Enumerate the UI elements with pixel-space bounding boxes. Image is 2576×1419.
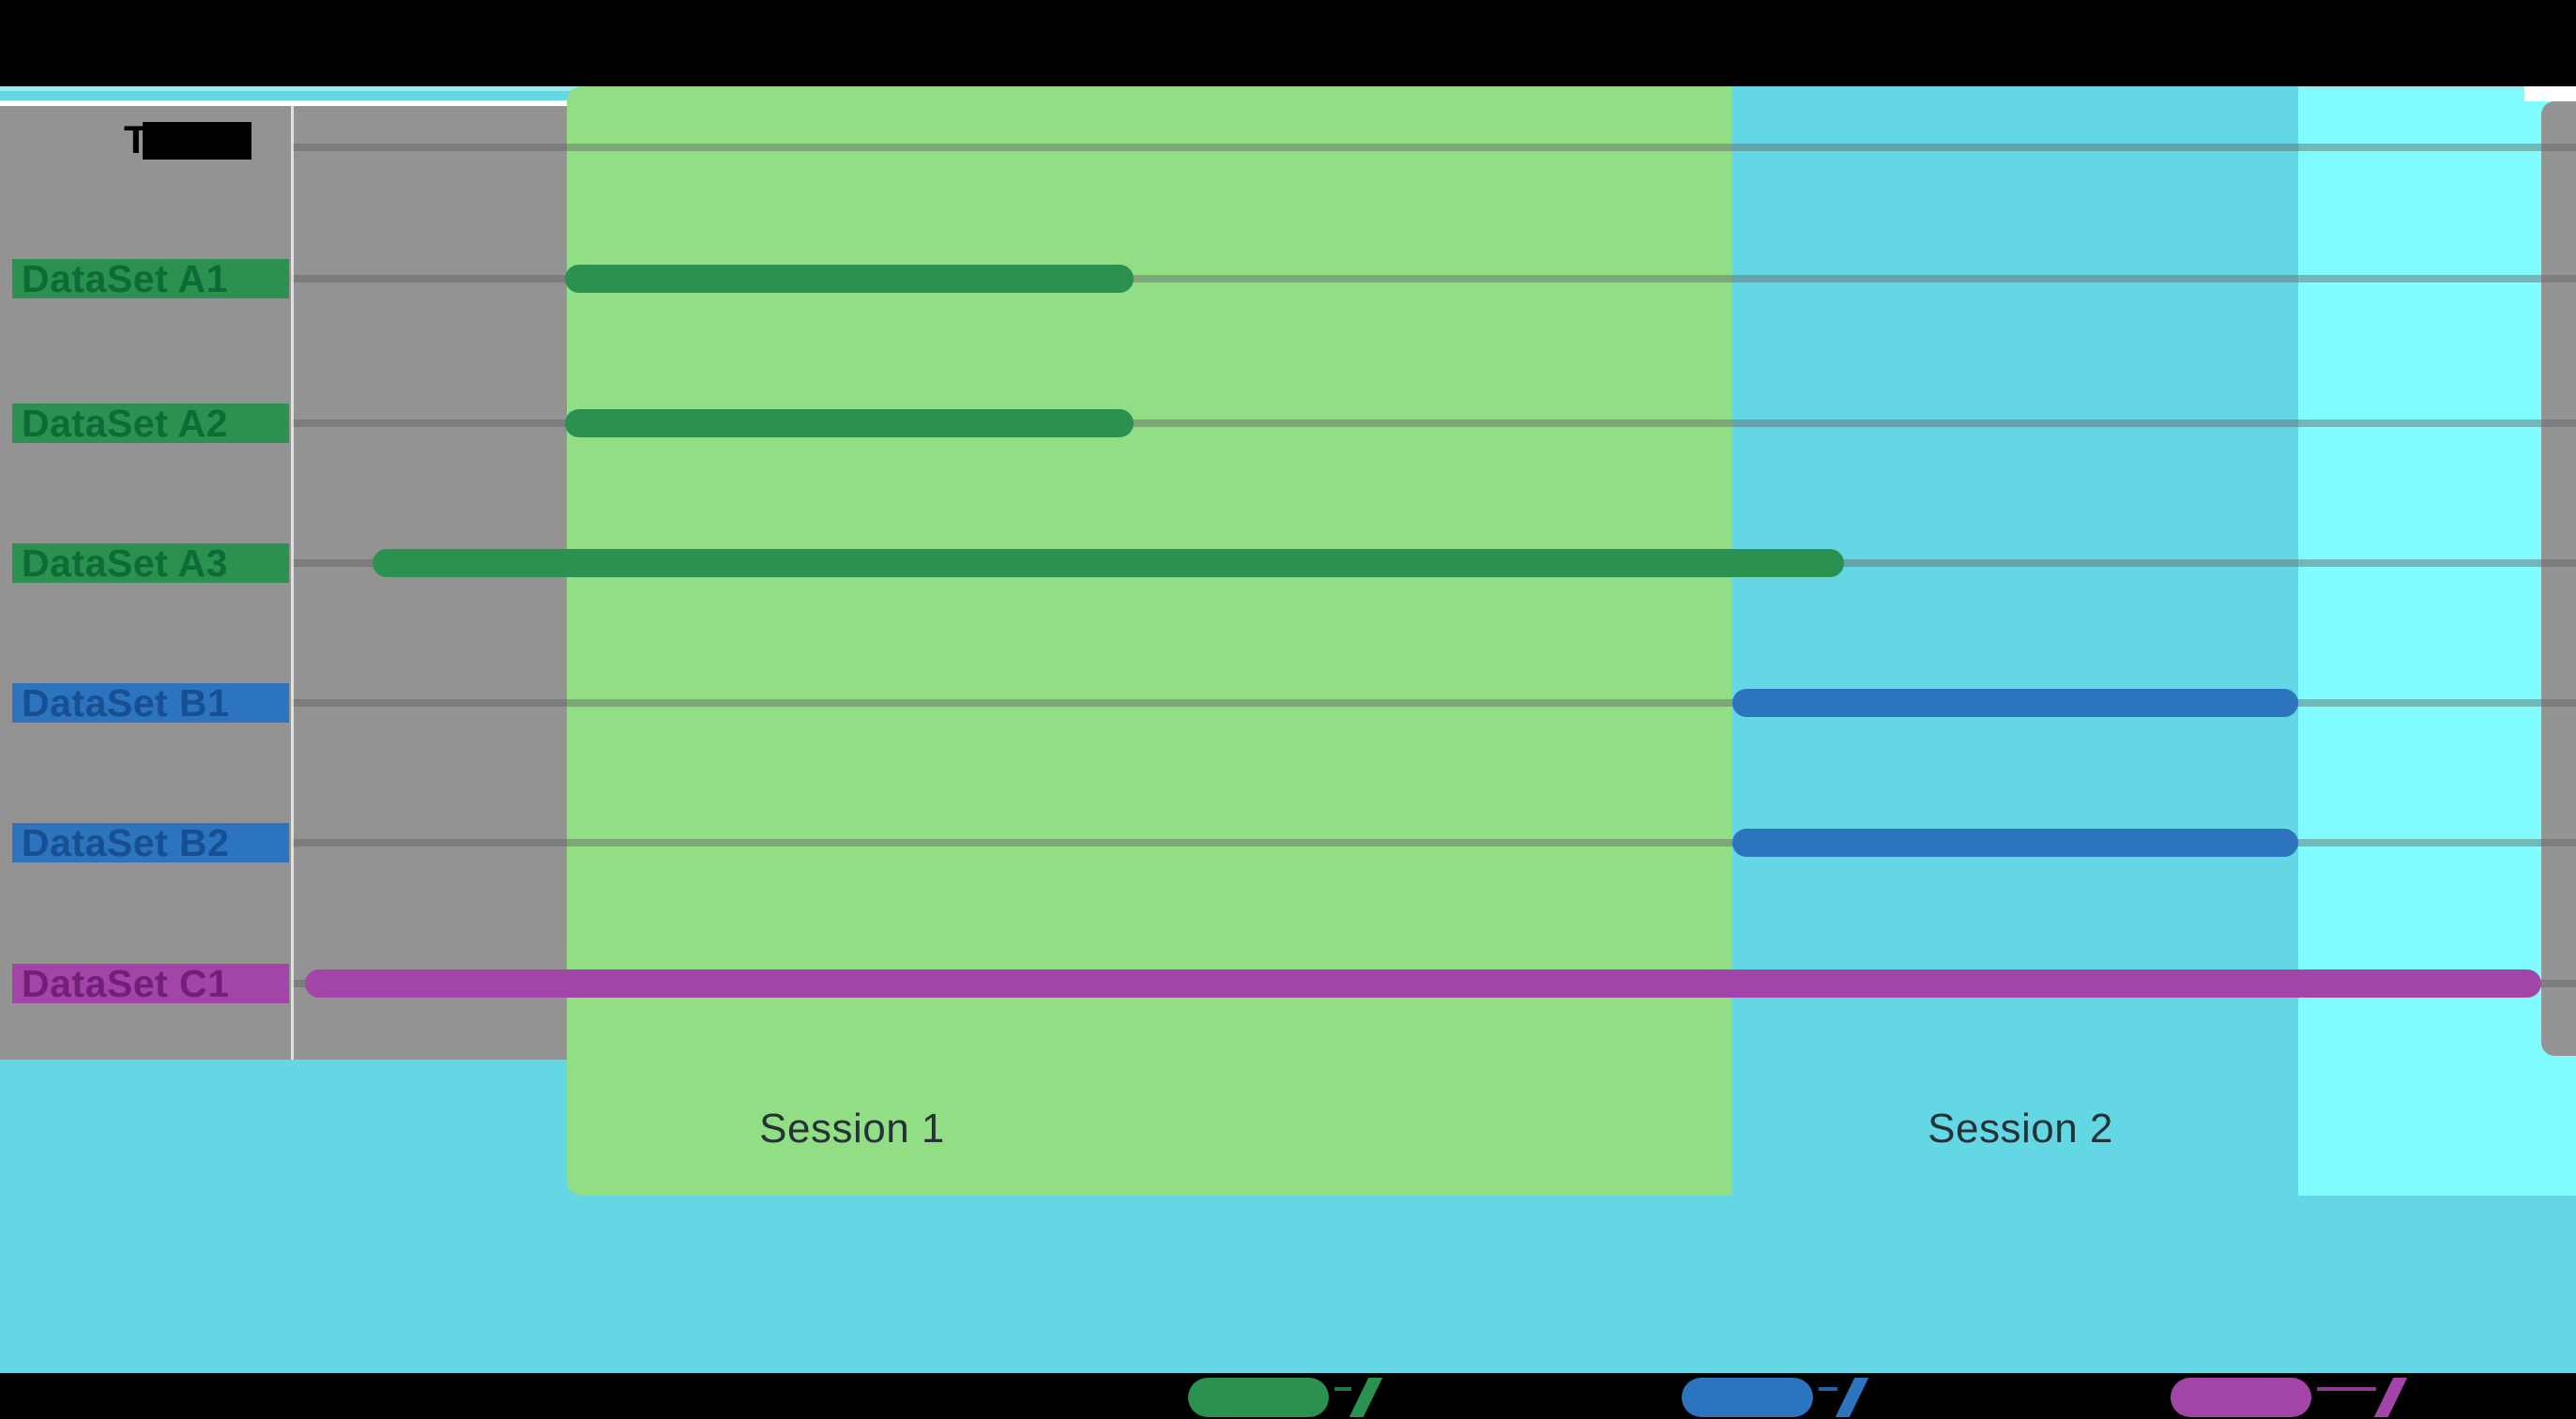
top-black-band <box>0 0 2576 86</box>
label-column-separator-line <box>291 106 294 1060</box>
legend-swatch-purple[interactable] <box>2171 1378 2311 1417</box>
gantt-bar-dataset-a3 <box>373 549 1844 577</box>
row-gridline-1 <box>291 275 2576 282</box>
right-gray-column <box>2541 101 2576 1056</box>
row-label-dataset-b2: DataSet B2 <box>12 823 289 862</box>
row-label-dataset-a2: DataSet A2 <box>12 404 289 443</box>
legend-swatch-blue[interactable] <box>1682 1378 1813 1417</box>
gantt-bar-dataset-a2 <box>565 409 1134 437</box>
gantt-bar-dataset-b2 <box>1732 829 2298 857</box>
bright-cyan-band <box>2298 90 2576 1196</box>
row-gridline-4 <box>291 699 2576 707</box>
session-label-2: Session 2 <box>1928 1106 2113 1152</box>
gantt-bar-dataset-a1 <box>565 265 1134 293</box>
gantt-bar-dataset-c1 <box>305 969 2541 998</box>
legend-swatch-streak-green <box>1334 1387 1351 1391</box>
session2-band <box>1732 86 2298 1196</box>
row-label-dataset-a3: DataSet A3 <box>12 543 289 583</box>
top-right-white-patch <box>2524 86 2576 101</box>
row-label-dataset-a1: DataSet A1 <box>12 259 289 298</box>
legend-swatch-streak-blue <box>1819 1387 1837 1391</box>
session1-band <box>567 86 1732 1196</box>
top-row-label-redaction-box <box>143 122 252 160</box>
row-gridline-2 <box>291 420 2576 427</box>
legend-swatch-streak-purple <box>2317 1387 2376 1391</box>
legend-swatch-green[interactable] <box>1188 1378 1329 1417</box>
gantt-bar-dataset-b1 <box>1732 689 2298 717</box>
row-gridline-5 <box>291 839 2576 847</box>
row-gridline-0 <box>291 144 2576 151</box>
row-label-dataset-c1: DataSet C1 <box>12 964 289 1003</box>
row-label-dataset-b1: DataSet B1 <box>12 683 289 723</box>
session-label-1: Session 1 <box>759 1106 945 1152</box>
